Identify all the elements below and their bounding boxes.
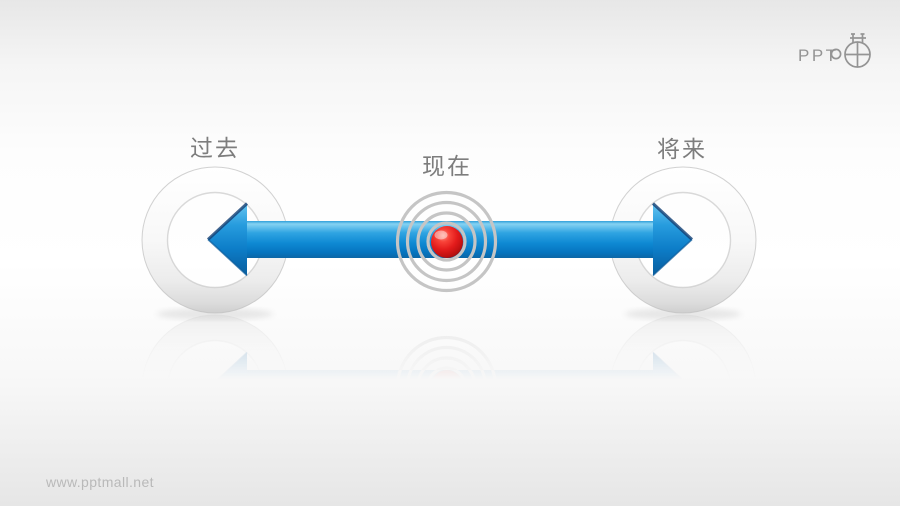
label-past: 过去 [190,135,240,161]
present-dot-highlight [434,230,448,240]
logo-text: PPT [798,46,839,65]
arrow-right-head-bevel [651,202,694,241]
ripple-2 [416,211,477,272]
watermark-url: www.pptmall.net [46,474,154,490]
reflection [142,315,756,461]
ripple-3 [405,200,488,283]
ripple-1 [426,221,467,262]
logo-small-circle-icon [830,48,842,60]
brand-logo: PPT [798,33,871,68]
ripple-circles [395,190,498,293]
arrow-left-head [208,203,247,276]
timeline-graphic [141,166,757,314]
arrow-left-head-bevel [206,202,249,241]
label-present: 现在 [422,153,472,179]
right-ring-shadow [625,308,741,320]
present-dot [431,226,463,258]
ripple-4 [395,190,498,293]
arrow-right-head-lower-edge [652,238,693,277]
arrow-left-head-lower-edge [207,238,248,277]
left-ring-shadow [157,308,273,320]
arrow-right-head [653,203,692,276]
logo-cat-mark [830,33,871,68]
label-future: 将来 [657,136,707,162]
